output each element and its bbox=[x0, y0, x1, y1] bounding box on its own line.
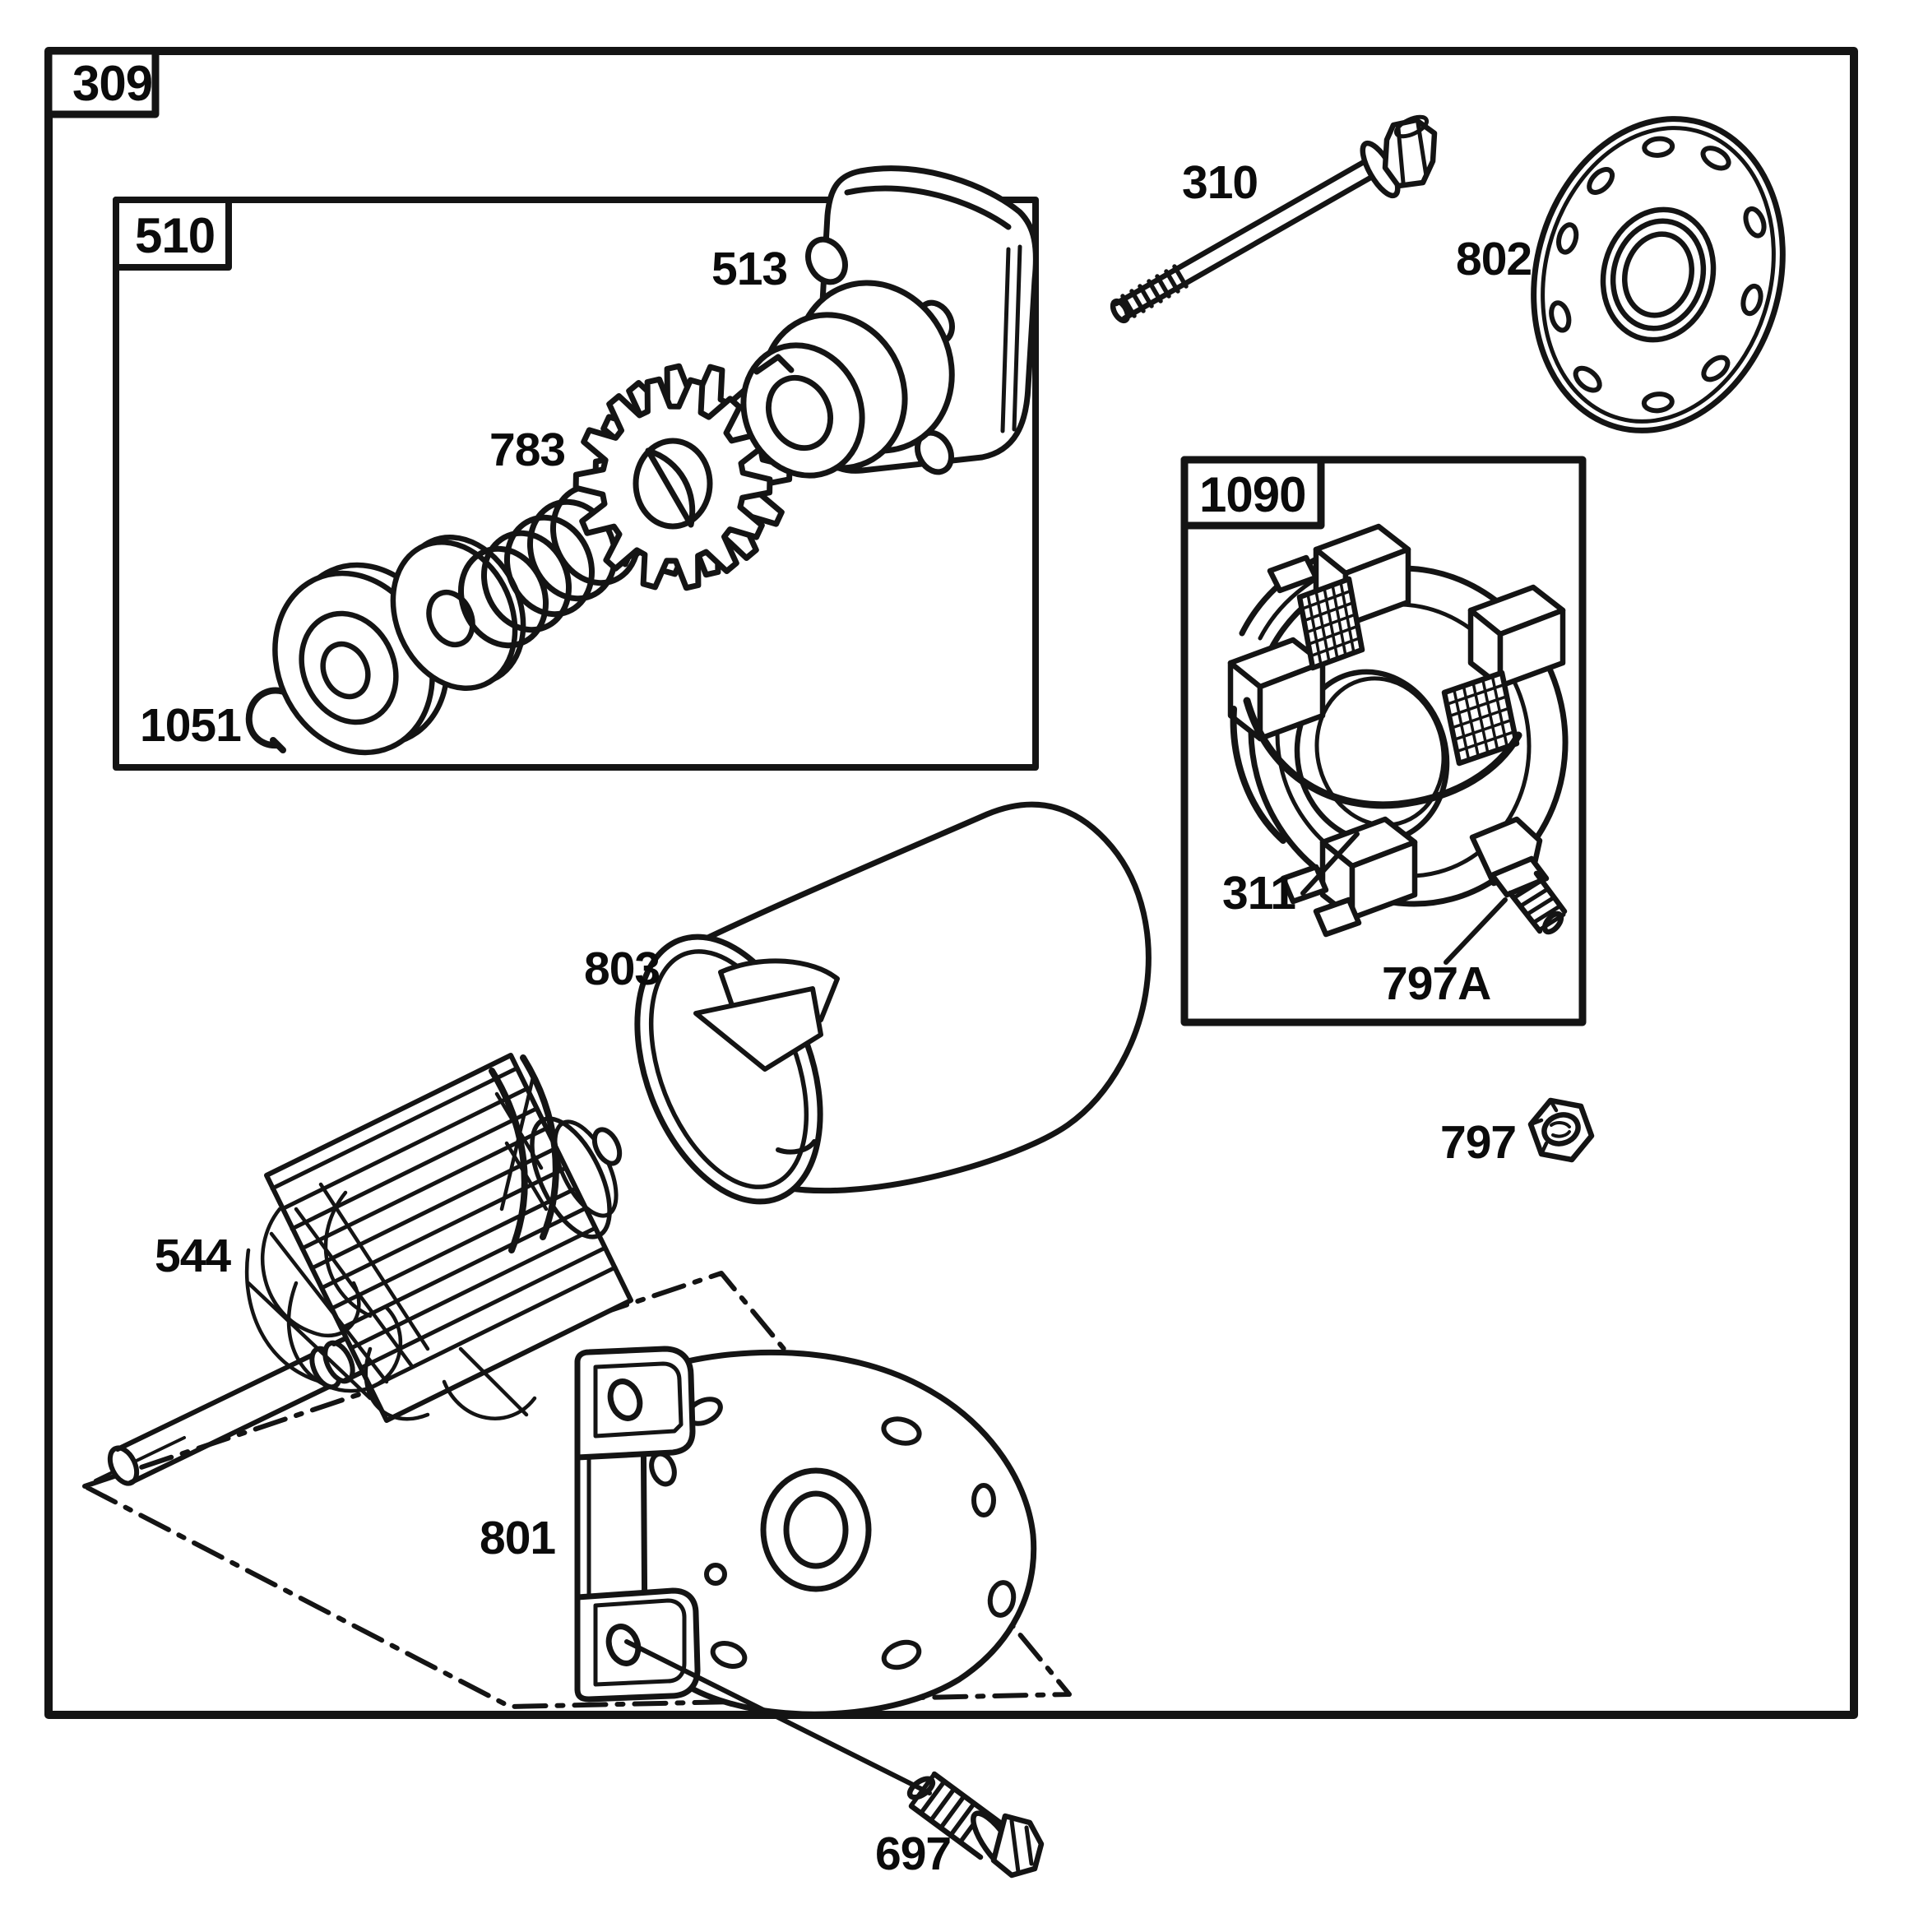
part-1090-brush-holder-drawing bbox=[1227, 523, 1569, 965]
label-513: 513 bbox=[711, 243, 787, 295]
label-802: 802 bbox=[1456, 233, 1532, 285]
part-797A-terminal-stud-drawing bbox=[1469, 816, 1568, 935]
brush-hatch-area-2 bbox=[1445, 674, 1516, 762]
label-309: 309 bbox=[72, 56, 152, 111]
part-803-motor-housing-drawing bbox=[634, 801, 1152, 1205]
label-1090: 1090 bbox=[1199, 467, 1305, 522]
label-544: 544 bbox=[155, 1230, 231, 1282]
label-510: 510 bbox=[135, 208, 215, 263]
label-311: 311 bbox=[1222, 867, 1295, 920]
main-frame-label-box bbox=[44, 47, 160, 118]
main-frame bbox=[44, 47, 1858, 1719]
part-513-gear-housing-drawing bbox=[740, 165, 1039, 479]
armature-end-windings bbox=[244, 1182, 537, 1421]
label-697: 697 bbox=[875, 1828, 951, 1880]
label-797A: 797A bbox=[1382, 957, 1490, 1010]
hatch-line bbox=[1455, 730, 1516, 753]
armature-slot-lines bbox=[270, 1066, 618, 1390]
label-310: 310 bbox=[1182, 156, 1258, 209]
hatch-line bbox=[1309, 636, 1362, 658]
part-797-hex-nut-drawing bbox=[1527, 1097, 1595, 1163]
screw-threads bbox=[909, 1772, 986, 1844]
shaft-centerline bbox=[94, 1436, 186, 1482]
bolt-threads bbox=[1120, 264, 1189, 318]
label-1051: 1051 bbox=[140, 699, 241, 752]
brush-hatch-area-1 bbox=[1300, 580, 1362, 667]
box-510-label-box bbox=[113, 197, 232, 271]
leader-797A bbox=[1444, 897, 1508, 965]
part-697-mounting-screw-drawing bbox=[906, 1771, 1045, 1879]
terminal-threads bbox=[1511, 879, 1566, 933]
label-803: 803 bbox=[584, 943, 660, 995]
part-310-through-bolt-drawing bbox=[1110, 114, 1438, 324]
part-801-end-bracket-drawing bbox=[574, 1346, 1037, 1717]
part-802-end-cap-drawing bbox=[1531, 116, 1786, 433]
leader-697 bbox=[624, 1639, 932, 1795]
label-783: 783 bbox=[489, 424, 565, 476]
part-783-pinion-gear-drawing bbox=[572, 363, 793, 591]
main-frame-border bbox=[44, 47, 1858, 1719]
end-cap-vent-slots bbox=[1549, 136, 1767, 414]
label-797: 797 bbox=[1440, 1116, 1516, 1169]
label-801: 801 bbox=[480, 1512, 555, 1564]
part-544-armature-drawing bbox=[107, 1053, 633, 1486]
box-1090-label-box bbox=[1180, 456, 1325, 530]
leader-311 bbox=[1300, 832, 1360, 896]
end-bracket-slots bbox=[649, 1397, 1017, 1670]
